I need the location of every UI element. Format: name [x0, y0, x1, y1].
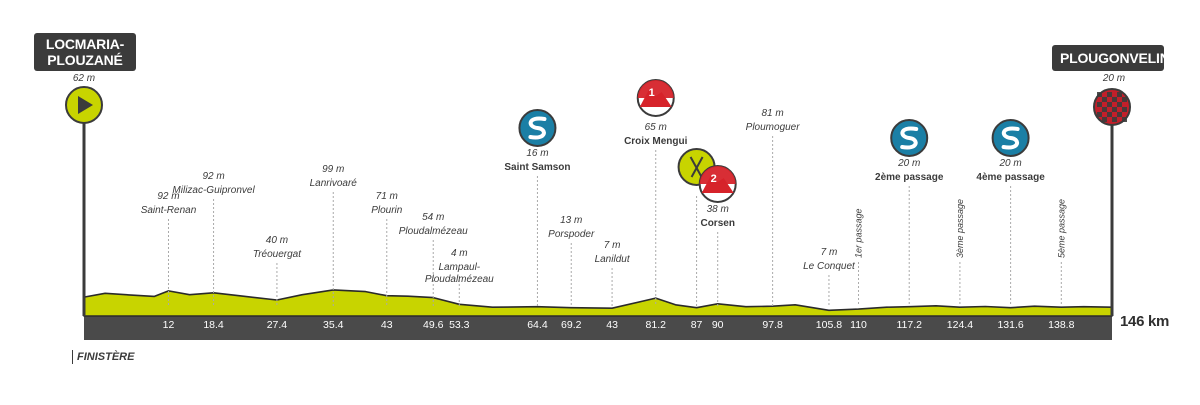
place-altitude-label: 92 m [157, 191, 179, 202]
km-tick-label: 131.6 [997, 319, 1023, 331]
finish-altitude-label: 20 m [1102, 73, 1125, 84]
feed-zone-icon [690, 156, 704, 178]
place-name-label: Corsen [700, 218, 734, 229]
checkered-flag-icon [1107, 112, 1112, 117]
km-tick-label: 64.4 [527, 319, 548, 331]
place-altitude-label: 99 m [322, 164, 344, 175]
km-tick-label: 43 [606, 319, 618, 331]
place-altitude-label: 20 m [998, 158, 1021, 169]
passage-label: 1er passage [854, 208, 864, 258]
passage-label: 5ème passage [1056, 199, 1066, 258]
place-name-label: Ploudalmézeau [425, 274, 494, 285]
climb-top-arc [637, 80, 674, 98]
place-name-label: Lanrivoaré [310, 178, 358, 189]
place-altitude-label: 20 m [897, 158, 920, 169]
place-altitude-label: 81 m [762, 108, 784, 119]
finish-town-banner: PLOUGONVELIN [1052, 45, 1170, 71]
checkered-flag-icon [1117, 112, 1122, 117]
km-tick-label: 35.4 [323, 319, 344, 331]
place-altitude-label: 7 m [604, 240, 621, 251]
place-altitude-label: 71 m [376, 191, 398, 202]
sprint-s-icon [900, 126, 919, 150]
place-name-label: Tréouergat [253, 249, 302, 260]
km-tick-label: 49.6 [423, 319, 444, 331]
place-name-label: Ploudalmézeau [399, 226, 468, 237]
km-tick-label: 18.4 [203, 319, 224, 331]
place-altitude-label: 16 m [526, 148, 548, 159]
km-tick-label: 81.2 [646, 319, 667, 331]
elevation-area [83, 289, 1113, 317]
region-label: FINISTÈRE [72, 350, 134, 364]
place-altitude-label: 4 m [451, 248, 468, 259]
km-tick-label: 117.2 [896, 319, 922, 331]
checkered-flag-icon [1122, 107, 1127, 112]
checkered-flag-icon [1097, 102, 1102, 107]
place-name-label: Porspoder [548, 229, 595, 240]
km-tick-label: 53.3 [449, 319, 470, 331]
place-altitude-label: 92 m [202, 171, 224, 182]
km-tick-label: 138.8 [1048, 319, 1074, 331]
km-tick-label: 110 [850, 319, 867, 331]
km-tick-label: 87 [691, 319, 703, 331]
start-altitude-label: 62 m [73, 73, 95, 84]
km-tick-label: 97.8 [762, 319, 783, 331]
place-name-label: Le Conquet [803, 261, 856, 272]
place-name-label: 2ème passage [875, 172, 944, 183]
place-name-label: Plourin [371, 205, 403, 216]
start-town-banner: LOCMARIA- PLOUZANÉ [34, 33, 136, 71]
km-tick-label: 12 [163, 319, 175, 331]
place-altitude-label: 7 m [821, 247, 838, 258]
distance-band [84, 316, 1112, 340]
place-altitude-label: 65 m [645, 122, 667, 133]
place-name-label: Lanildut [595, 254, 631, 265]
km-tick-label: 69.2 [561, 319, 582, 331]
place-name-label: Lampaul- [438, 262, 480, 273]
checkered-flag-icon [1122, 117, 1127, 122]
place-altitude-label: 54 m [422, 212, 444, 223]
km-tick-label: 124.4 [947, 319, 973, 331]
place-altitude-label: 40 m [266, 235, 288, 246]
play-icon [78, 96, 93, 114]
place-name-label: Ploumoguer [746, 122, 801, 133]
checkered-flag-icon [1107, 102, 1112, 107]
place-name-label: 4ème passage [976, 172, 1045, 183]
km-tick-label: 90 [712, 319, 724, 331]
place-altitude-label: 38 m [707, 204, 729, 215]
checkered-flag-icon [1102, 107, 1107, 112]
checkered-flag-icon [1117, 92, 1122, 97]
checkered-flag-icon [1102, 97, 1107, 102]
checkered-flag-icon [1117, 102, 1122, 107]
sprint-s-icon [528, 116, 547, 140]
km-tick-label: 105.8 [816, 319, 842, 331]
checkered-flag-icon [1107, 92, 1112, 97]
checkered-flag-icon [1097, 92, 1102, 97]
km-tick-label: 27.4 [267, 319, 288, 331]
climb-top-arc [699, 166, 736, 184]
place-name-label: Milizac-Guipronvel [172, 185, 255, 196]
checkered-flag-icon [1112, 97, 1117, 102]
place-name-label: Saint Samson [504, 162, 570, 173]
checkered-flag-icon [1122, 97, 1127, 102]
climb-category-label: 2 [711, 173, 717, 185]
km-tick-label: 43 [381, 319, 393, 331]
place-name-label: Saint-Renan [141, 205, 197, 216]
climb-category-label: 1 [649, 87, 655, 99]
checkered-flag-icon [1102, 117, 1107, 122]
place-altitude-label: 13 m [560, 215, 582, 226]
total-distance-label: 146 km [1120, 313, 1170, 330]
checkered-flag-icon [1112, 117, 1117, 122]
place-name-label: Croix Mengui [624, 136, 688, 147]
checkered-flag-icon [1097, 112, 1102, 117]
checkered-flag-icon [1112, 107, 1117, 112]
sprint-s-icon [1001, 126, 1020, 150]
passage-label: 3ème passage [955, 199, 965, 258]
